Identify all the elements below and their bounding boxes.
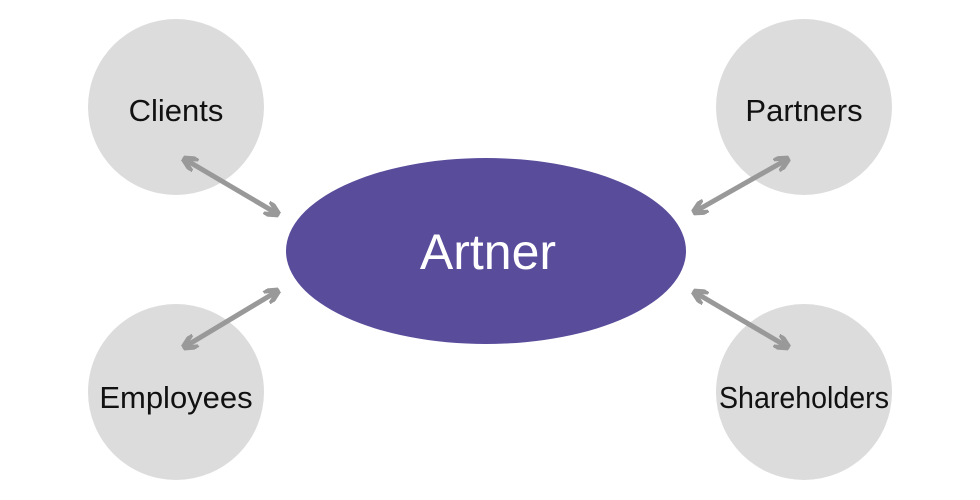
- node-clients-label: Clients: [129, 93, 224, 128]
- center-label: Artner: [420, 224, 556, 280]
- node-clients: Clients: [88, 19, 264, 195]
- arrow-clients: [186, 160, 276, 213]
- node-shareholders-label: Shareholders: [719, 380, 889, 415]
- node-partners-circle: [716, 19, 892, 195]
- arrow-employees: [186, 292, 276, 346]
- arrow-shareholders: [696, 293, 786, 346]
- node-employees-label: Employees: [99, 380, 252, 415]
- center-node: Artner: [286, 158, 686, 344]
- arrow-partners: [696, 160, 786, 211]
- node-partners-label: Partners: [745, 93, 862, 128]
- center-ellipse: [286, 158, 686, 344]
- node-partners: Partners: [716, 19, 892, 195]
- node-clients-circle: [88, 19, 264, 195]
- node-shareholders: Shareholders: [716, 304, 892, 480]
- node-employees: Employees: [88, 304, 264, 480]
